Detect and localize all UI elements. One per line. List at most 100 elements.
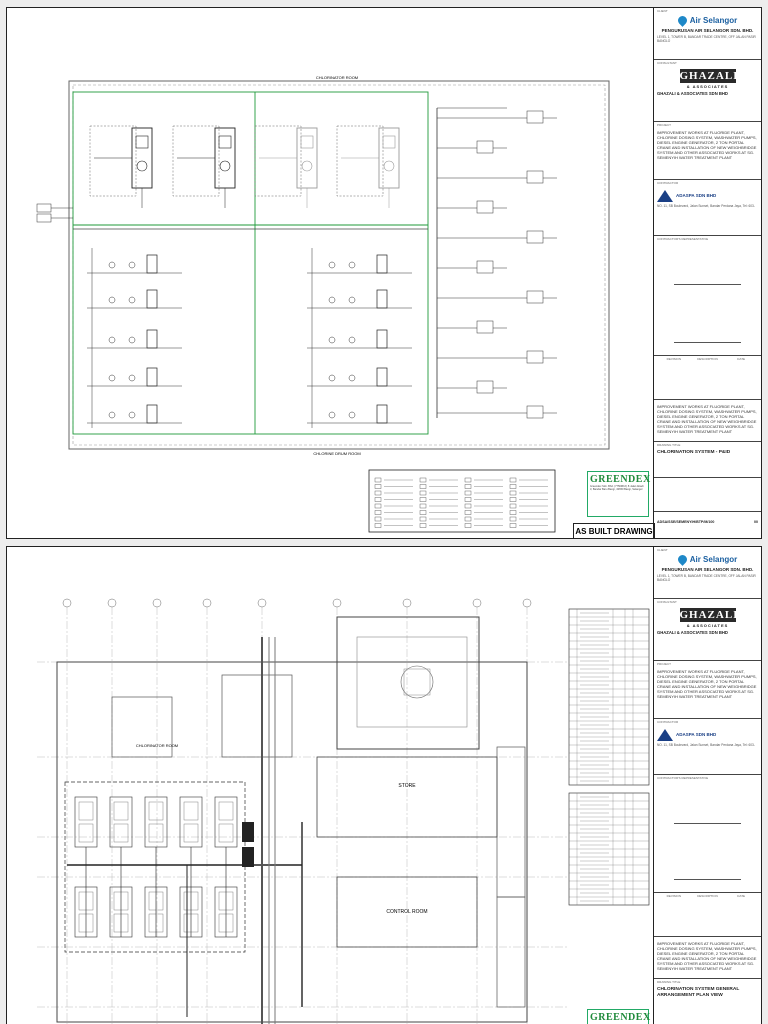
drawing-title-label: DRAWING TITLE: [657, 443, 681, 447]
contractor-address: NO. 11, SB Boulevard, Jalan Sunset, Band…: [657, 203, 755, 208]
drawing-sheet-pid: CHLORINATOR ROOM CHLORINE DRUM ROOM GREE…: [6, 7, 762, 539]
vacuum-regulator-icon: [383, 160, 395, 172]
contractor-label-2: CONTRACTOR: [657, 720, 679, 724]
consultant-cell: CONSULTANT GHAZALI & ASSOCIATES GHAZALI …: [654, 60, 761, 122]
legend-symbol: [374, 490, 382, 496]
chlorinator-cabinet: [378, 127, 400, 189]
legend-symbol: [419, 477, 427, 483]
drum-scale-icon: [376, 329, 388, 349]
project-repeat-cell: IMPROVEMENT WORKS AT FLUORIDE PLANT, CHL…: [654, 400, 761, 442]
valve-icon: [128, 411, 136, 419]
revision-header-rev-2: REVISION: [666, 894, 681, 898]
chlorinator-cabinets: [89, 125, 400, 208]
legend-symbol: [374, 523, 382, 528]
ejector-icon: [526, 405, 544, 419]
grid-bubble: [62, 598, 72, 608]
ejector-branches: [437, 110, 557, 419]
greendex-address: Greendex Sdn. Bhd. (775698-K) 8 Jalan Ab…: [590, 485, 644, 492]
ejector-icon: [526, 110, 544, 124]
ejector-icon: [526, 230, 544, 244]
greendex-stamp: GREENDEX Greendex Sdn. Bhd. (775698-K) 8…: [587, 471, 650, 517]
contractor-cell: CONTRACTOR ADASPA SDN BHD NO. 11, SB Bou…: [654, 180, 761, 236]
project-label-2: PROJECT: [657, 662, 672, 666]
consultant-logo: GHAZALI: [679, 68, 739, 83]
org-name: PENGURUSAN AIR SELANGOR SDN. BHD.: [661, 27, 754, 33]
drum-scale-icon: [146, 367, 158, 387]
ga-drawing-area: STORE CONTROL ROOM CHLORINATOR ROOM GREE…: [7, 547, 655, 1024]
rotameter-icon: [300, 135, 314, 149]
contractor-cell-2: CONTRACTOR ADASPA SDN BHD NO. 11, SB Bou…: [654, 719, 761, 775]
revision-headers: REVISION DESCRIPTION DATE: [657, 357, 758, 362]
greendex-stamp-2: GREENDEX: [587, 1009, 650, 1024]
valve-icon: [348, 296, 356, 304]
valve-icon: [108, 411, 116, 419]
vacuum-regulator-icon: [219, 160, 231, 172]
drum-scale-icon: [376, 367, 388, 387]
legend-symbol: [509, 523, 517, 528]
legend-symbol: [509, 497, 517, 502]
consultant-name-2: GHAZALI & ASSOCIATES SDN BHD: [657, 629, 728, 635]
valve-icon: [348, 336, 356, 344]
vacuum-regulator-icon: [136, 160, 148, 172]
room-label-control: CONTROL ROOM: [386, 909, 427, 915]
chlorinator-cabinet: [296, 127, 318, 189]
drum-scale-icon: [376, 404, 388, 424]
chlorinator-panel: [172, 125, 220, 197]
contractor-address-2: NO. 11, SB Boulevard, Jalan Sunset, Band…: [657, 742, 755, 747]
revision-header-date: DATE: [737, 357, 746, 361]
drum-outline: [218, 823, 234, 843]
legend-symbol: [419, 484, 427, 489]
drum-cradle: [109, 796, 133, 848]
consultant-label: CONSULTANT: [657, 61, 677, 65]
signature-line-4: [674, 879, 741, 880]
legend-symbol: [419, 490, 427, 496]
drum-outline: [78, 801, 94, 821]
valve-icon: [108, 296, 116, 304]
ejector-icon: [476, 380, 494, 394]
legend-symbol: [419, 523, 427, 528]
drawing-number: ADSA/SSE/SEMENYIH/BTP/M/100: [657, 519, 715, 524]
ejector-icon: [476, 320, 494, 334]
grid-bubble: [107, 598, 117, 608]
signature-line-3: [674, 823, 741, 824]
grid-bubble: [472, 598, 482, 608]
brand-name: Air Selangor: [689, 15, 738, 25]
legend-symbol: [374, 484, 382, 489]
client-cell: CLIENT Air Selangor PENGURUSAN AIR SELAN…: [654, 8, 761, 60]
rotameter-icon: [218, 135, 232, 149]
signature-label: CONTRACTOR'S REPRESENTATIVE: [657, 237, 709, 241]
contractor-name: ADASPA SDN BHD: [676, 192, 717, 198]
legend-symbol: [419, 516, 427, 522]
chlorinator-panel: [89, 125, 137, 197]
revision-cell-2: REVISION DESCRIPTION DATE: [654, 893, 761, 937]
legend-symbol: [374, 503, 382, 509]
drum-outline: [148, 823, 164, 843]
legend-symbol: [464, 497, 472, 502]
project-cell: PROJECT IMPROVEMENT WORKS AT FLUORIDE PL…: [654, 122, 761, 180]
valve-icon: [328, 296, 336, 304]
drum-outline: [148, 801, 164, 821]
ejector-icon: [476, 140, 494, 154]
legend-symbol: [464, 503, 472, 509]
drum-cradles: [74, 796, 238, 938]
legend-symbol: [464, 523, 472, 528]
legend-symbol: [374, 510, 382, 515]
as-built-stamp: AS BUILT DRAWING: [573, 523, 655, 538]
valve-icon: [328, 336, 336, 344]
revision-cell: REVISION DESCRIPTION DATE: [654, 356, 761, 400]
valve-icon: [328, 261, 336, 269]
legend-symbol: [374, 497, 382, 502]
grid-bubble: [257, 598, 267, 608]
ga-plan-diagram: STORE CONTROL ROOM CHLORINATOR ROOM: [37, 598, 650, 1024]
room-label-top: CHLORINATOR ROOM: [316, 75, 358, 80]
brand-name-2: Air Selangor: [689, 554, 738, 564]
valve-icon: [128, 261, 136, 269]
drum-scale-icon: [146, 289, 158, 309]
valve-icon: [108, 261, 116, 269]
drum-outline: [113, 823, 129, 843]
grid-bubble: [202, 598, 212, 608]
contractor-label: CONTRACTOR: [657, 181, 679, 185]
consultant-cell-2: CONSULTANT GHAZALI & ASSOCIATES GHAZALI …: [654, 599, 761, 661]
project-title-repeat: IMPROVEMENT WORKS AT FLUORIDE PLANT, CHL…: [657, 404, 757, 434]
consultant-label-2: CONSULTANT: [657, 600, 677, 604]
